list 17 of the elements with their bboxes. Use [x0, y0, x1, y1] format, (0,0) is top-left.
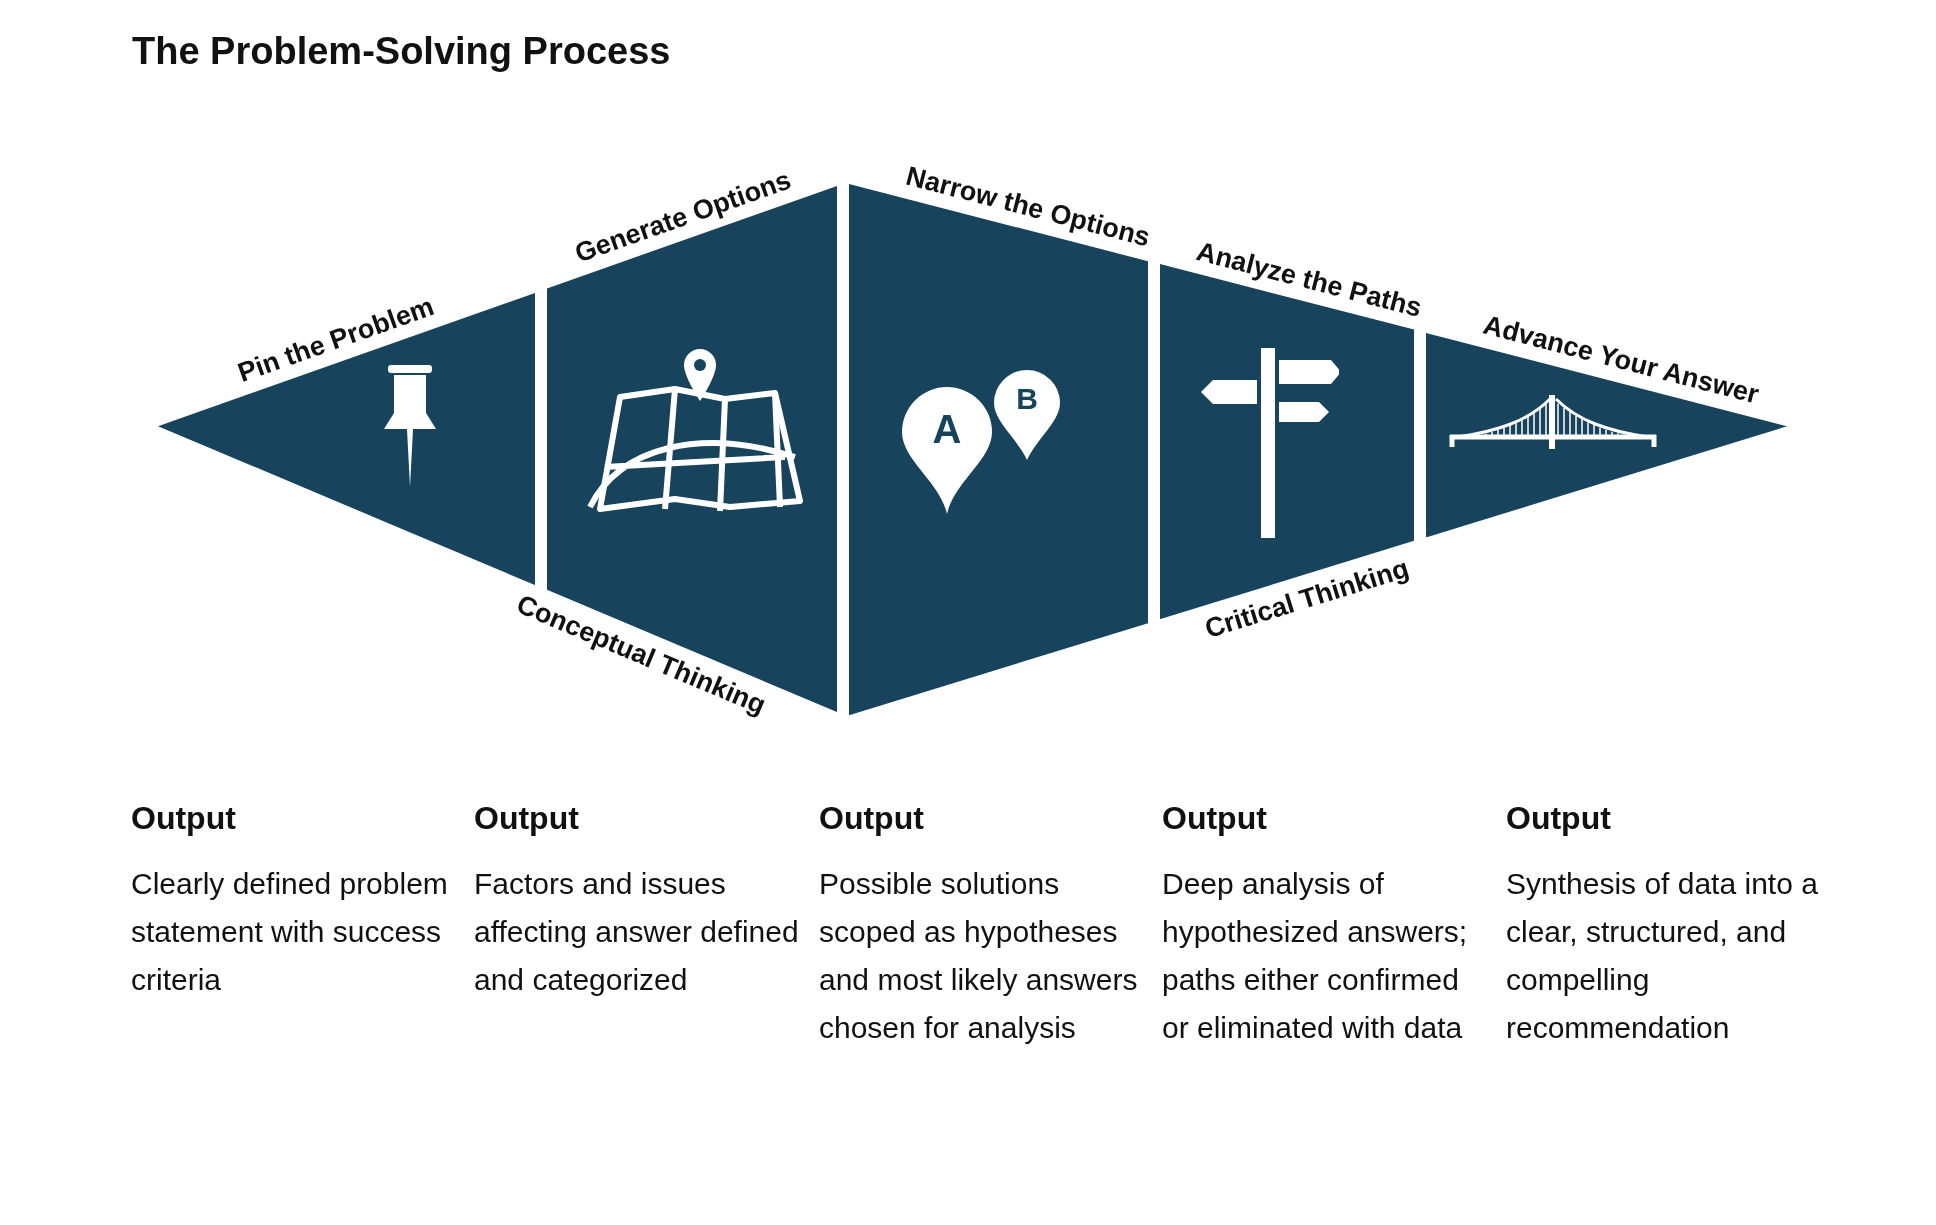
output-description: Clearly defined problem statement with success criteria — [131, 866, 449, 998]
stage-title: Advance Your Answer — [1479, 309, 1762, 411]
stage-title: Narrow the Options — [902, 160, 1153, 254]
output-heading: Output — [131, 800, 236, 837]
output-heading: Output — [1162, 800, 1267, 837]
output-description: Possible solutions scoped as hypotheses and most likely answers chosen for analysis — [819, 866, 1139, 1046]
output-description: Synthesis of data into a clear, structured, and compelling recommendation — [1506, 866, 1819, 1046]
output-heading: Output — [1506, 800, 1611, 837]
stage-title: Analyze the Paths — [1192, 235, 1425, 324]
output-heading: Output — [474, 800, 579, 837]
output-heading: Output — [819, 800, 924, 837]
pin-letter: B — [1016, 384, 1038, 414]
output-description: Deep analysis of hypothesized answers; paths either confirmed or eliminated with data — [1162, 866, 1469, 1046]
thinking-label: Critical Thinking — [1201, 553, 1413, 645]
output-description: Factors and issues affecting answer defined and categorized — [474, 866, 800, 998]
diagram-title: The Problem-Solving Process — [132, 30, 671, 73]
pin-letter: A — [932, 409, 962, 449]
